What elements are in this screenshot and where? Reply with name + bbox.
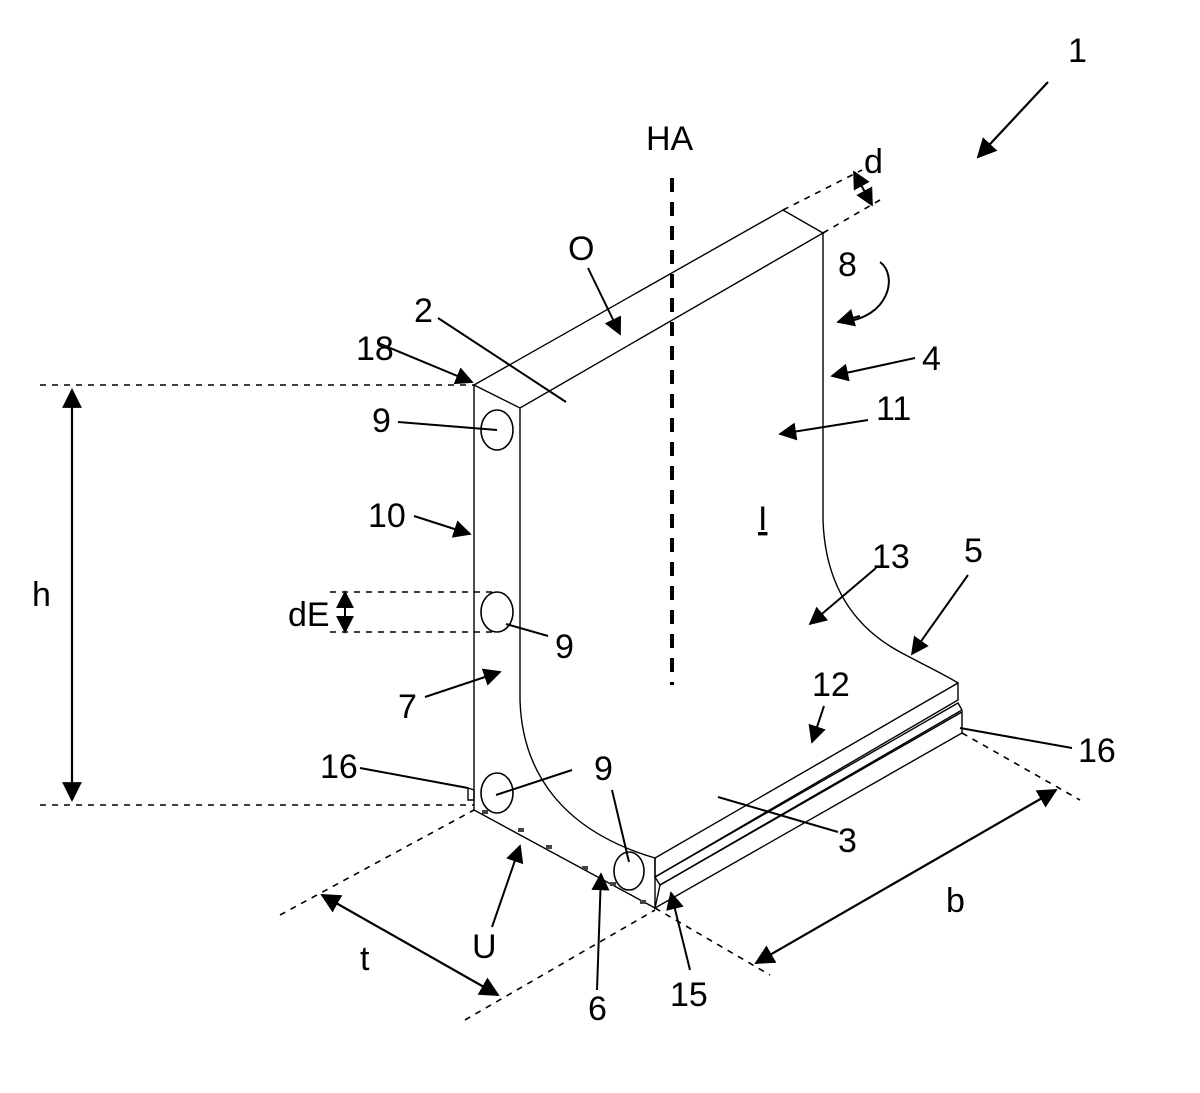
hole-middle [481,592,513,632]
label-8: 8 [838,246,857,284]
label-d: d [864,143,883,181]
label-t: t [360,940,370,978]
label-10: 10 [368,497,406,535]
label-18: 18 [356,330,394,368]
label-7: 7 [398,688,417,726]
label-U: U [472,928,497,966]
label-h: h [32,576,51,614]
label-9-top: 9 [372,402,391,440]
label-dE: dE [288,596,330,634]
label-1: 1 [1068,32,1087,70]
hole-bottom [481,773,513,813]
label-9-bottom: 9 [594,750,613,788]
label-15: 15 [670,976,708,1014]
label-2: 2 [414,292,433,330]
label-13: 13 [872,538,910,576]
label-b: b [946,882,965,920]
label-6: 6 [588,990,607,1028]
label-16-right: 16 [1078,732,1116,770]
label-5: 5 [964,532,983,570]
label-12: 12 [812,666,850,704]
label-11: 11 [876,390,911,428]
label-I: I [758,500,767,538]
label-4: 4 [922,340,941,378]
label-O: O [568,230,594,268]
label-HA: HA [646,120,694,158]
label-9-mid: 9 [555,628,574,666]
label-16-left: 16 [320,748,358,786]
label-3: 3 [838,822,857,860]
